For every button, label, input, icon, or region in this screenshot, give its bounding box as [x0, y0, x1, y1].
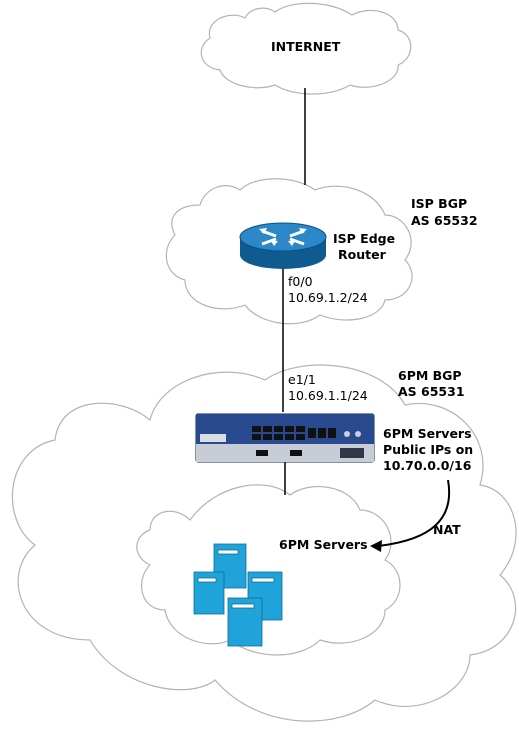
isp-bgp-label: ISP BGP: [411, 196, 467, 211]
nat-label: NAT: [433, 522, 461, 537]
firewall-icon: [195, 413, 375, 463]
isp-as-label: AS 65532: [411, 213, 478, 228]
public-ips-label-1: 6PM Servers: [383, 426, 472, 441]
internet-label: INTERNET: [271, 39, 341, 54]
internet-cloud-icon: [200, 2, 412, 95]
router-icon: [239, 222, 327, 269]
nat-arrow-icon: [370, 479, 451, 552]
servers-label: 6PM Servers: [279, 537, 368, 552]
isp-router-label-2: Router: [338, 247, 387, 262]
isp-router-label-1: ISP Edge: [333, 231, 395, 246]
isp-iface-ip: 10.69.1.2/24: [288, 290, 368, 305]
isp-iface-name: f0/0: [288, 274, 313, 289]
sixpm-iface-ip: 10.69.1.1/24: [288, 388, 368, 403]
sixpm-as-label: AS 65531: [398, 384, 465, 399]
public-ips-label-3: 10.70.0.0/16: [383, 458, 472, 473]
sixpm-bgp-label: 6PM BGP: [398, 368, 462, 383]
public-ips-label-2: Public IPs on: [383, 442, 473, 457]
server-icon: [193, 543, 283, 647]
sixpm-iface-name: e1/1: [288, 372, 316, 387]
